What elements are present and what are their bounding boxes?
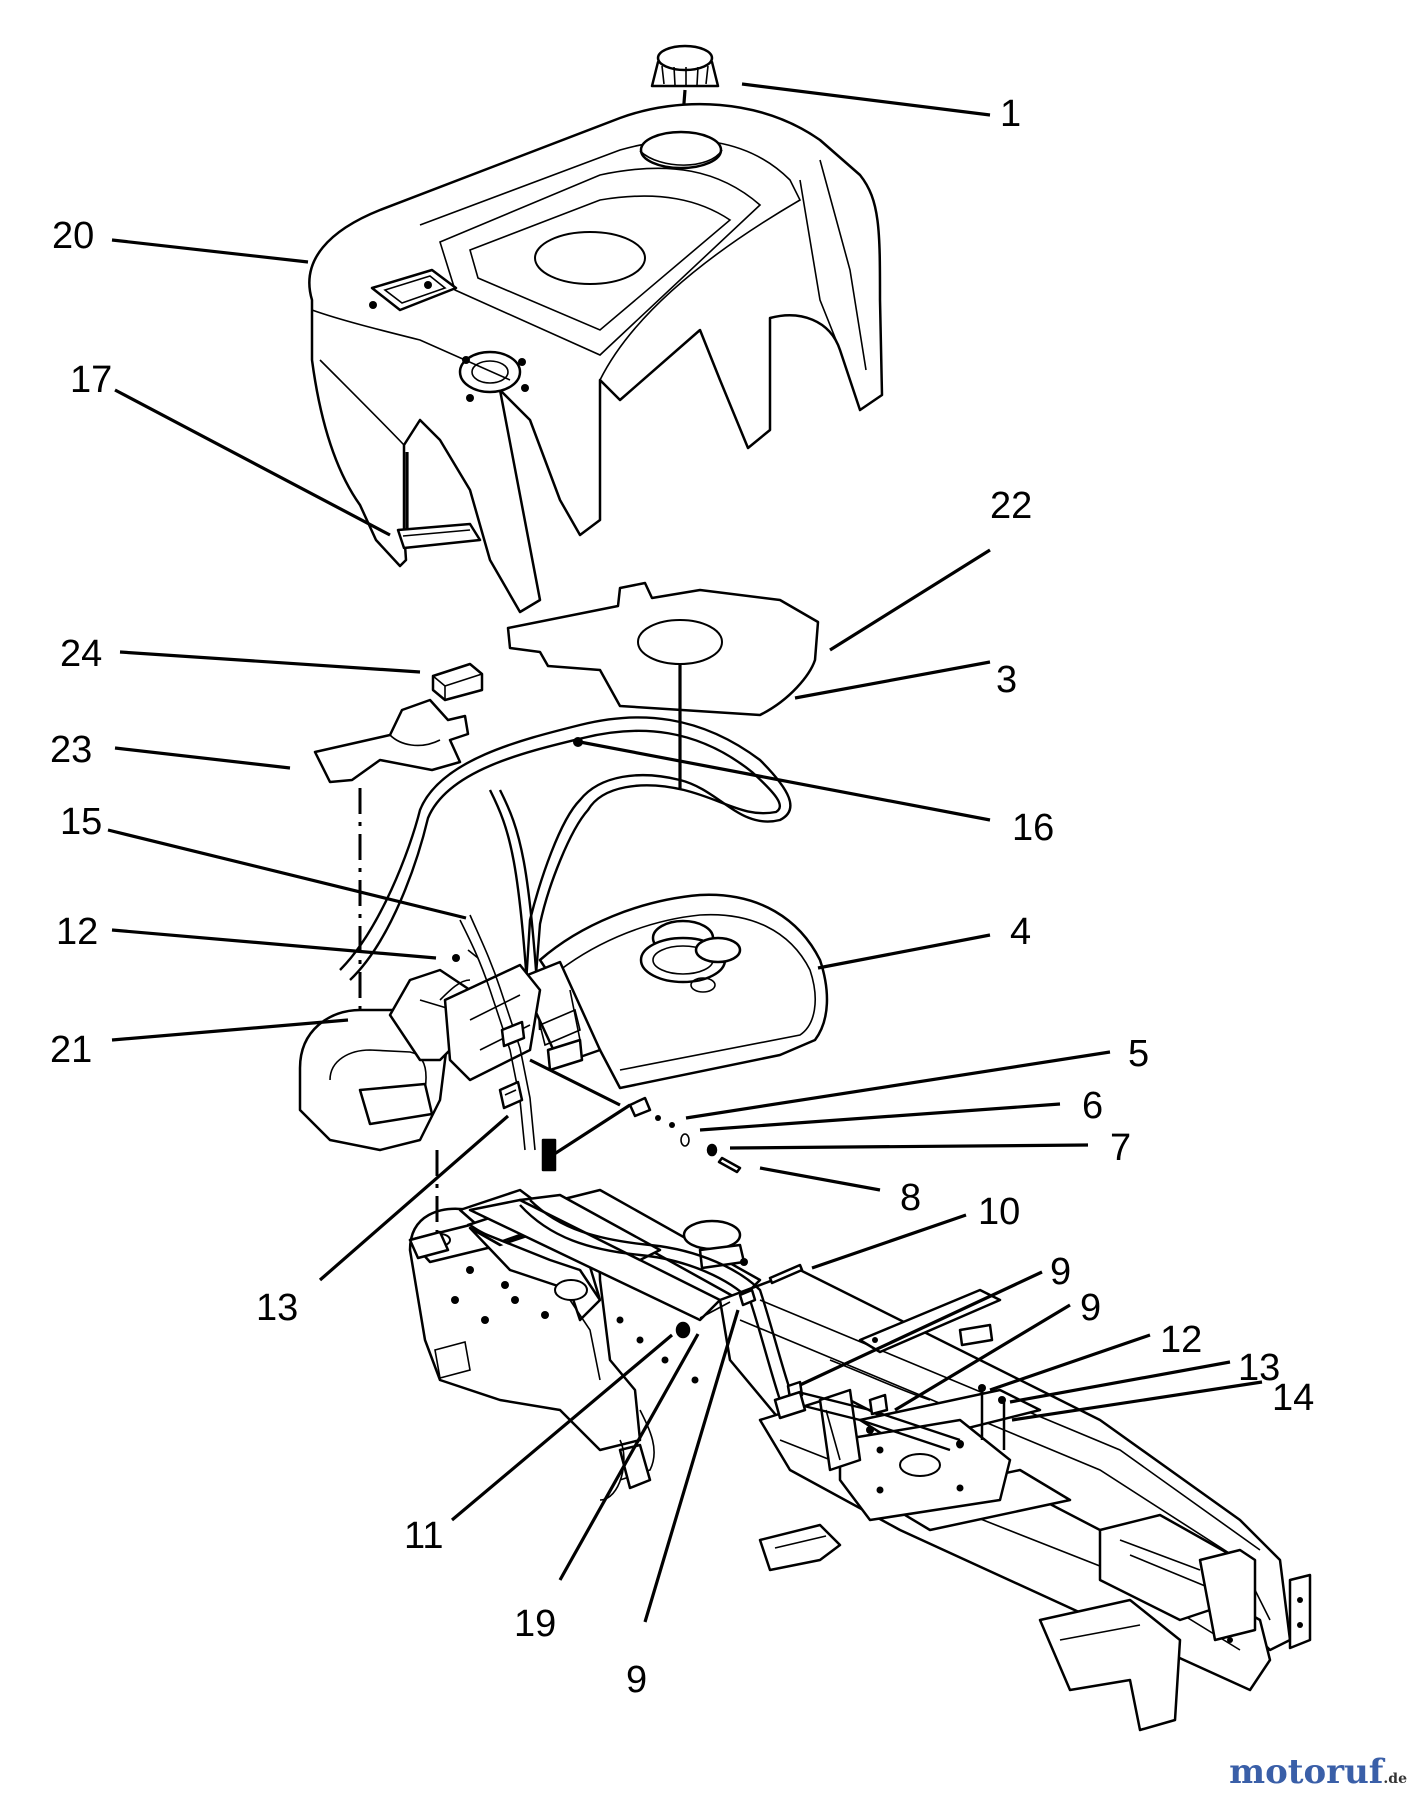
watermark-logo: motoruf.de [1229,1752,1407,1792]
clip-hardware-right[interactable] [978,1384,1006,1450]
fuel-filter[interactable] [529,1058,675,1172]
callout-19: 19 [514,1603,556,1645]
callout-12-left: 12 [56,911,98,953]
hose-clamp[interactable] [573,737,583,747]
fuel-line-clip[interactable] [498,1080,524,1110]
rear-clamp[interactable] [773,1390,874,1434]
callout-16: 16 [1012,807,1054,849]
fuel-tank[interactable] [518,893,829,1090]
leader-lines [107,82,1263,1623]
callout-9-c: 9 [626,1659,647,1701]
callout-9-b: 9 [1080,1287,1101,1329]
hood-fender-pan[interactable] [308,102,884,614]
callout-1: 1 [1000,93,1021,135]
watermark-name: motoruf [1229,1752,1384,1792]
callout-24: 24 [60,633,102,675]
callout-13-right: 13 [1238,1347,1280,1389]
pad-23[interactable] [313,698,470,1050]
callout-labels: 1 20 17 22 24 3 23 16 15 4 12 21 5 6 7 8… [50,93,1314,1701]
callout-4: 4 [1010,911,1031,953]
insulation-pad-22[interactable] [506,581,820,790]
callout-11: 11 [404,1515,443,1557]
callout-13-left: 13 [256,1287,298,1329]
callout-7: 7 [1110,1127,1131,1169]
callout-23: 23 [50,729,92,771]
callout-8: 8 [900,1177,921,1219]
callout-10: 10 [978,1191,1020,1233]
screw-10[interactable] [768,1263,804,1285]
clamp-hardware[interactable] [675,1288,757,1339]
chassis-frame [408,1188,1312,1732]
callout-3: 3 [996,659,1017,701]
callout-17: 17 [70,359,112,401]
callout-5: 5 [1128,1033,1149,1075]
left-support-bracket[interactable] [298,914,584,1152]
callout-6: 6 [1082,1085,1103,1127]
callout-14: 14 [1272,1377,1314,1419]
callout-21: 21 [50,1029,92,1071]
callout-22: 22 [990,485,1032,527]
mounting-hardware[interactable] [680,1133,742,1174]
watermark-suffix: .de [1383,1771,1407,1787]
fuel-cap[interactable] [650,44,720,156]
callout-15: 15 [60,801,102,843]
callout-9-a: 9 [1050,1251,1071,1293]
callout-20: 20 [52,215,94,257]
callout-12-right: 12 [1160,1319,1202,1361]
bumper-block[interactable] [431,662,484,702]
fender-bracket[interactable] [396,452,482,550]
